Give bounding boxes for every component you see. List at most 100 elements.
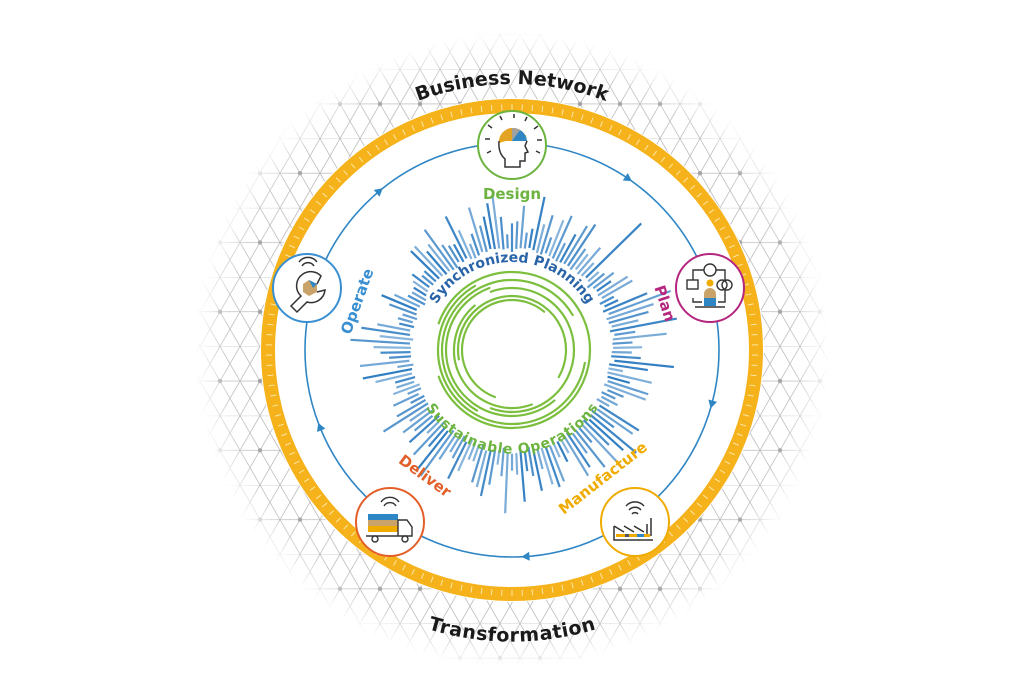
spike-mark bbox=[581, 423, 621, 466]
spike-mark bbox=[491, 194, 501, 249]
sustainable-operations-arcs bbox=[436, 270, 592, 430]
spike-mark bbox=[413, 245, 444, 277]
ring-tick bbox=[285, 442, 291, 446]
ring-tick bbox=[635, 139, 640, 145]
spike-mark bbox=[380, 351, 411, 354]
spike-mark bbox=[563, 225, 588, 265]
spike-mark bbox=[407, 294, 426, 306]
spike-mark bbox=[499, 216, 505, 250]
spike-mark bbox=[402, 409, 433, 434]
spike-mark bbox=[614, 359, 674, 369]
ring-tick bbox=[470, 586, 473, 593]
spike-mark bbox=[402, 313, 418, 321]
wrench-icon bbox=[289, 256, 326, 314]
spike-mark bbox=[350, 338, 411, 345]
spike-mark bbox=[496, 449, 501, 465]
ring-tick bbox=[450, 582, 453, 589]
spike-mark bbox=[611, 319, 639, 328]
ring-tick bbox=[618, 129, 622, 136]
spike-mark bbox=[482, 216, 492, 250]
ring-tick bbox=[289, 244, 296, 249]
spike-mark bbox=[608, 363, 649, 372]
spike-mark bbox=[423, 270, 437, 283]
spike-mark bbox=[566, 223, 597, 267]
spike-mark bbox=[468, 243, 477, 259]
ring-tick bbox=[268, 384, 275, 387]
ring-tick bbox=[599, 572, 604, 579]
ring-tick bbox=[270, 303, 277, 306]
spike-mark bbox=[389, 355, 412, 359]
ring-tick bbox=[675, 524, 681, 530]
ring-tick bbox=[736, 433, 743, 437]
spike-mark bbox=[587, 271, 600, 283]
core-arc bbox=[452, 304, 533, 410]
ring-tick bbox=[609, 569, 613, 575]
spike-mark bbox=[611, 355, 641, 360]
ring-tick bbox=[315, 200, 322, 206]
ring-tick bbox=[660, 156, 666, 163]
spike-mark bbox=[467, 207, 484, 253]
ring-tick bbox=[733, 442, 739, 446]
spike-mark bbox=[447, 441, 468, 480]
spike-mark bbox=[515, 221, 519, 249]
operate-stage-button[interactable] bbox=[272, 253, 342, 323]
ring-tick bbox=[590, 576, 594, 583]
ring-tick bbox=[743, 414, 750, 417]
ring-tick bbox=[714, 217, 720, 222]
spike-mark bbox=[410, 250, 440, 280]
spike-mark bbox=[586, 272, 606, 289]
design-stage-button[interactable] bbox=[477, 110, 547, 180]
ring-tick bbox=[724, 460, 731, 465]
spike-mark bbox=[600, 395, 618, 407]
spike-mark bbox=[519, 205, 526, 249]
ring-tick bbox=[747, 303, 754, 306]
ring-tick bbox=[393, 560, 397, 566]
ring-tick bbox=[277, 423, 284, 427]
spike-mark bbox=[457, 229, 473, 260]
ring-tick bbox=[322, 502, 328, 508]
spike-mark bbox=[578, 427, 593, 444]
ring-tick bbox=[411, 125, 415, 131]
ring-tick bbox=[728, 451, 735, 456]
ring-tick bbox=[298, 226, 305, 231]
spike-mark bbox=[614, 330, 636, 336]
spike-mark bbox=[382, 402, 429, 433]
spike-mark bbox=[397, 363, 414, 369]
ring-tick bbox=[750, 323, 757, 326]
ring-tick bbox=[402, 129, 406, 136]
spike-mark bbox=[608, 289, 672, 316]
spike-mark bbox=[423, 229, 455, 271]
spike-mark bbox=[612, 332, 667, 341]
transformation-ring bbox=[261, 99, 763, 601]
spike-mark bbox=[580, 262, 595, 277]
spike-mark bbox=[606, 302, 654, 321]
spike-mark bbox=[475, 450, 488, 488]
spike-mark bbox=[373, 346, 411, 349]
cycle-arrow-icon bbox=[373, 188, 383, 197]
ring-tick bbox=[480, 588, 483, 595]
plan-stage-button[interactable] bbox=[675, 253, 745, 323]
spike-mark bbox=[392, 392, 420, 407]
spike-mark bbox=[410, 394, 425, 404]
core-arc bbox=[489, 286, 576, 414]
ring-tick bbox=[627, 560, 631, 566]
ring-tick bbox=[375, 144, 380, 151]
spike-mark bbox=[612, 346, 643, 349]
ring-tick bbox=[440, 579, 444, 586]
spike-mark bbox=[532, 196, 546, 251]
spike-mark bbox=[565, 431, 591, 468]
ring-tick bbox=[683, 517, 689, 523]
spike-mark bbox=[452, 243, 465, 263]
ring-tick bbox=[668, 163, 674, 169]
spike-mark bbox=[397, 317, 414, 324]
ring-tick bbox=[627, 134, 631, 140]
ring-tick bbox=[293, 235, 300, 240]
ring-tick bbox=[702, 494, 709, 500]
deliver-stage-button[interactable] bbox=[355, 487, 425, 557]
spike-mark bbox=[574, 429, 606, 468]
spike-mark bbox=[596, 398, 610, 408]
manufacture-stage-button[interactable] bbox=[600, 487, 670, 557]
spike-mark bbox=[486, 203, 497, 250]
ring-tick bbox=[393, 134, 397, 140]
